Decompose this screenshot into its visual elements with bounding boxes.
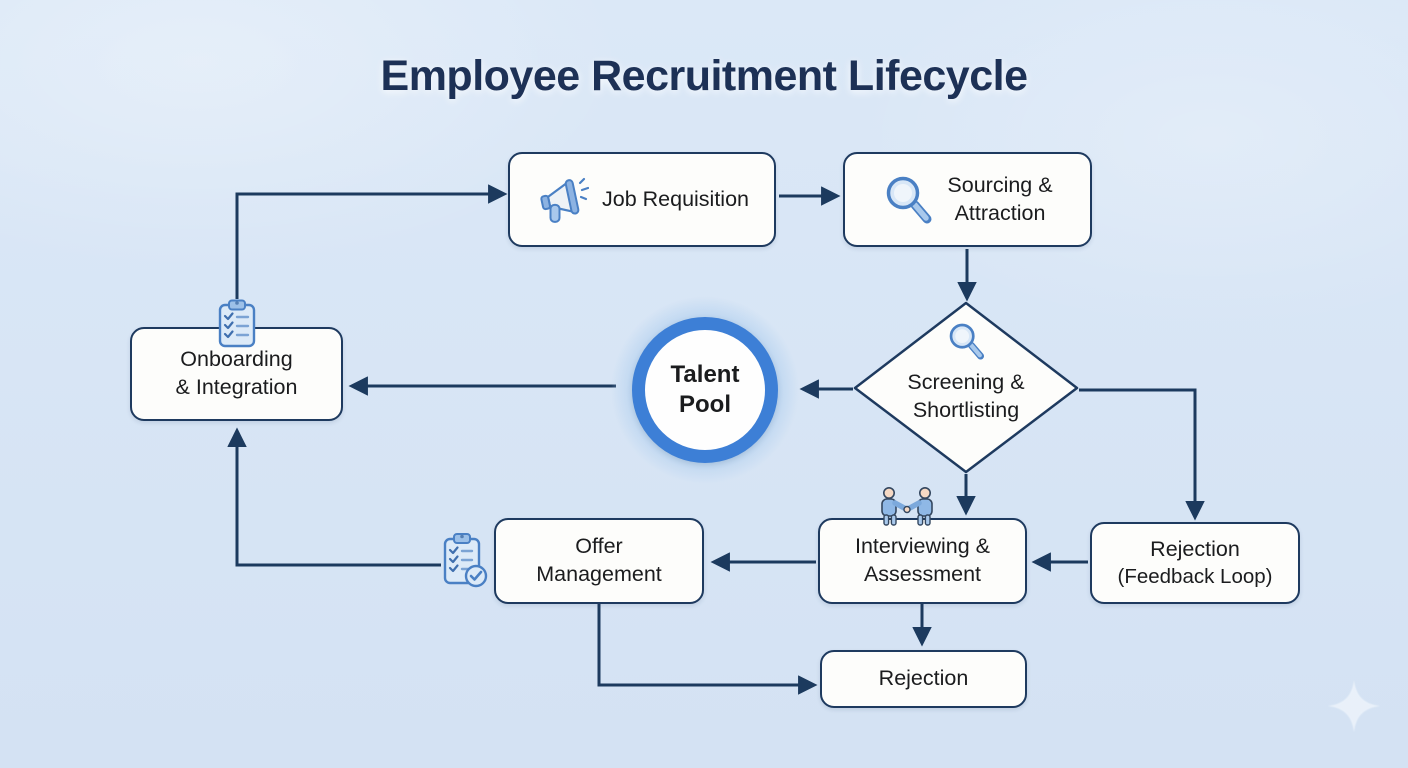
page-title: Employee Recruitment Lifecycle: [380, 52, 1028, 100]
node-screening-diamond-shape: [853, 301, 1079, 474]
node-label: Screening & Shortlisting: [907, 369, 1024, 425]
node-interviewing-assessment: Interviewing & Assessment: [818, 518, 1027, 604]
node-label: Job Requisition: [602, 186, 749, 214]
node-label-line: Onboarding: [180, 347, 293, 372]
magnifying-glass-icon: [882, 172, 934, 228]
node-label: Interviewing & Assessment: [855, 533, 990, 589]
node-label-line: Interviewing &: [854, 534, 991, 559]
clipboard-check-icon: [441, 531, 489, 596]
node-sourcing-attraction: Sourcing & Attraction: [843, 152, 1092, 247]
node-label-line: & Integration: [175, 375, 298, 399]
node-label-line: Offer: [575, 534, 623, 559]
node-offer-management: Offer Management: [494, 518, 704, 604]
node-rejection: Rejection: [820, 650, 1027, 708]
sparkle-icon: [1326, 678, 1382, 739]
node-label-line: Screening &: [907, 370, 1025, 394]
node-label-line: Shortlisting: [912, 397, 1020, 422]
node-rejection-feedback-loop: Rejection (Feedback Loop): [1090, 522, 1300, 604]
node-label-line: Management: [536, 562, 662, 586]
talent-pool-ring: Talent Pool: [632, 317, 778, 463]
node-label: Talent Pool: [671, 360, 740, 420]
node-label-line: Rejection: [878, 666, 969, 691]
node-label-line: Job Requisition: [601, 186, 749, 211]
edge-offer-to-onboarding: [227, 427, 441, 567]
node-job-requisition: Job Requisition: [508, 152, 776, 247]
edge-offer-to-rejection: [597, 604, 818, 695]
edge-screening-to-rejection-feedback: [1079, 388, 1205, 521]
node-label-line: Sourcing &: [947, 172, 1053, 197]
node-screening-shortlisting: Screening & Shortlisting: [880, 320, 1052, 460]
node-label: Onboarding & Integration: [176, 346, 298, 402]
node-label: Sourcing & Attraction: [947, 172, 1052, 228]
node-label-line: Attraction: [954, 200, 1046, 225]
magnifying-glass-icon: [946, 320, 986, 363]
node-label-line: Assessment: [863, 562, 982, 586]
node-label-line: Pool: [679, 391, 731, 418]
node-label: Offer Management: [536, 533, 662, 589]
megaphone-icon: [535, 173, 589, 227]
handshake-icon: [874, 486, 940, 533]
node-label-line: Rejection: [1150, 536, 1240, 561]
node-label: Rejection (Feedback Loop): [1118, 536, 1273, 591]
node-talent-pool: Talent Pool: [611, 296, 799, 484]
node-label-line: Talent: [670, 361, 740, 388]
node-label: Rejection: [879, 665, 969, 693]
clipboard-checklist-icon: [216, 299, 258, 354]
node-label-line: (Feedback Loop): [1117, 564, 1273, 588]
edge-onboarding-to-job-requisition: [235, 184, 508, 299]
